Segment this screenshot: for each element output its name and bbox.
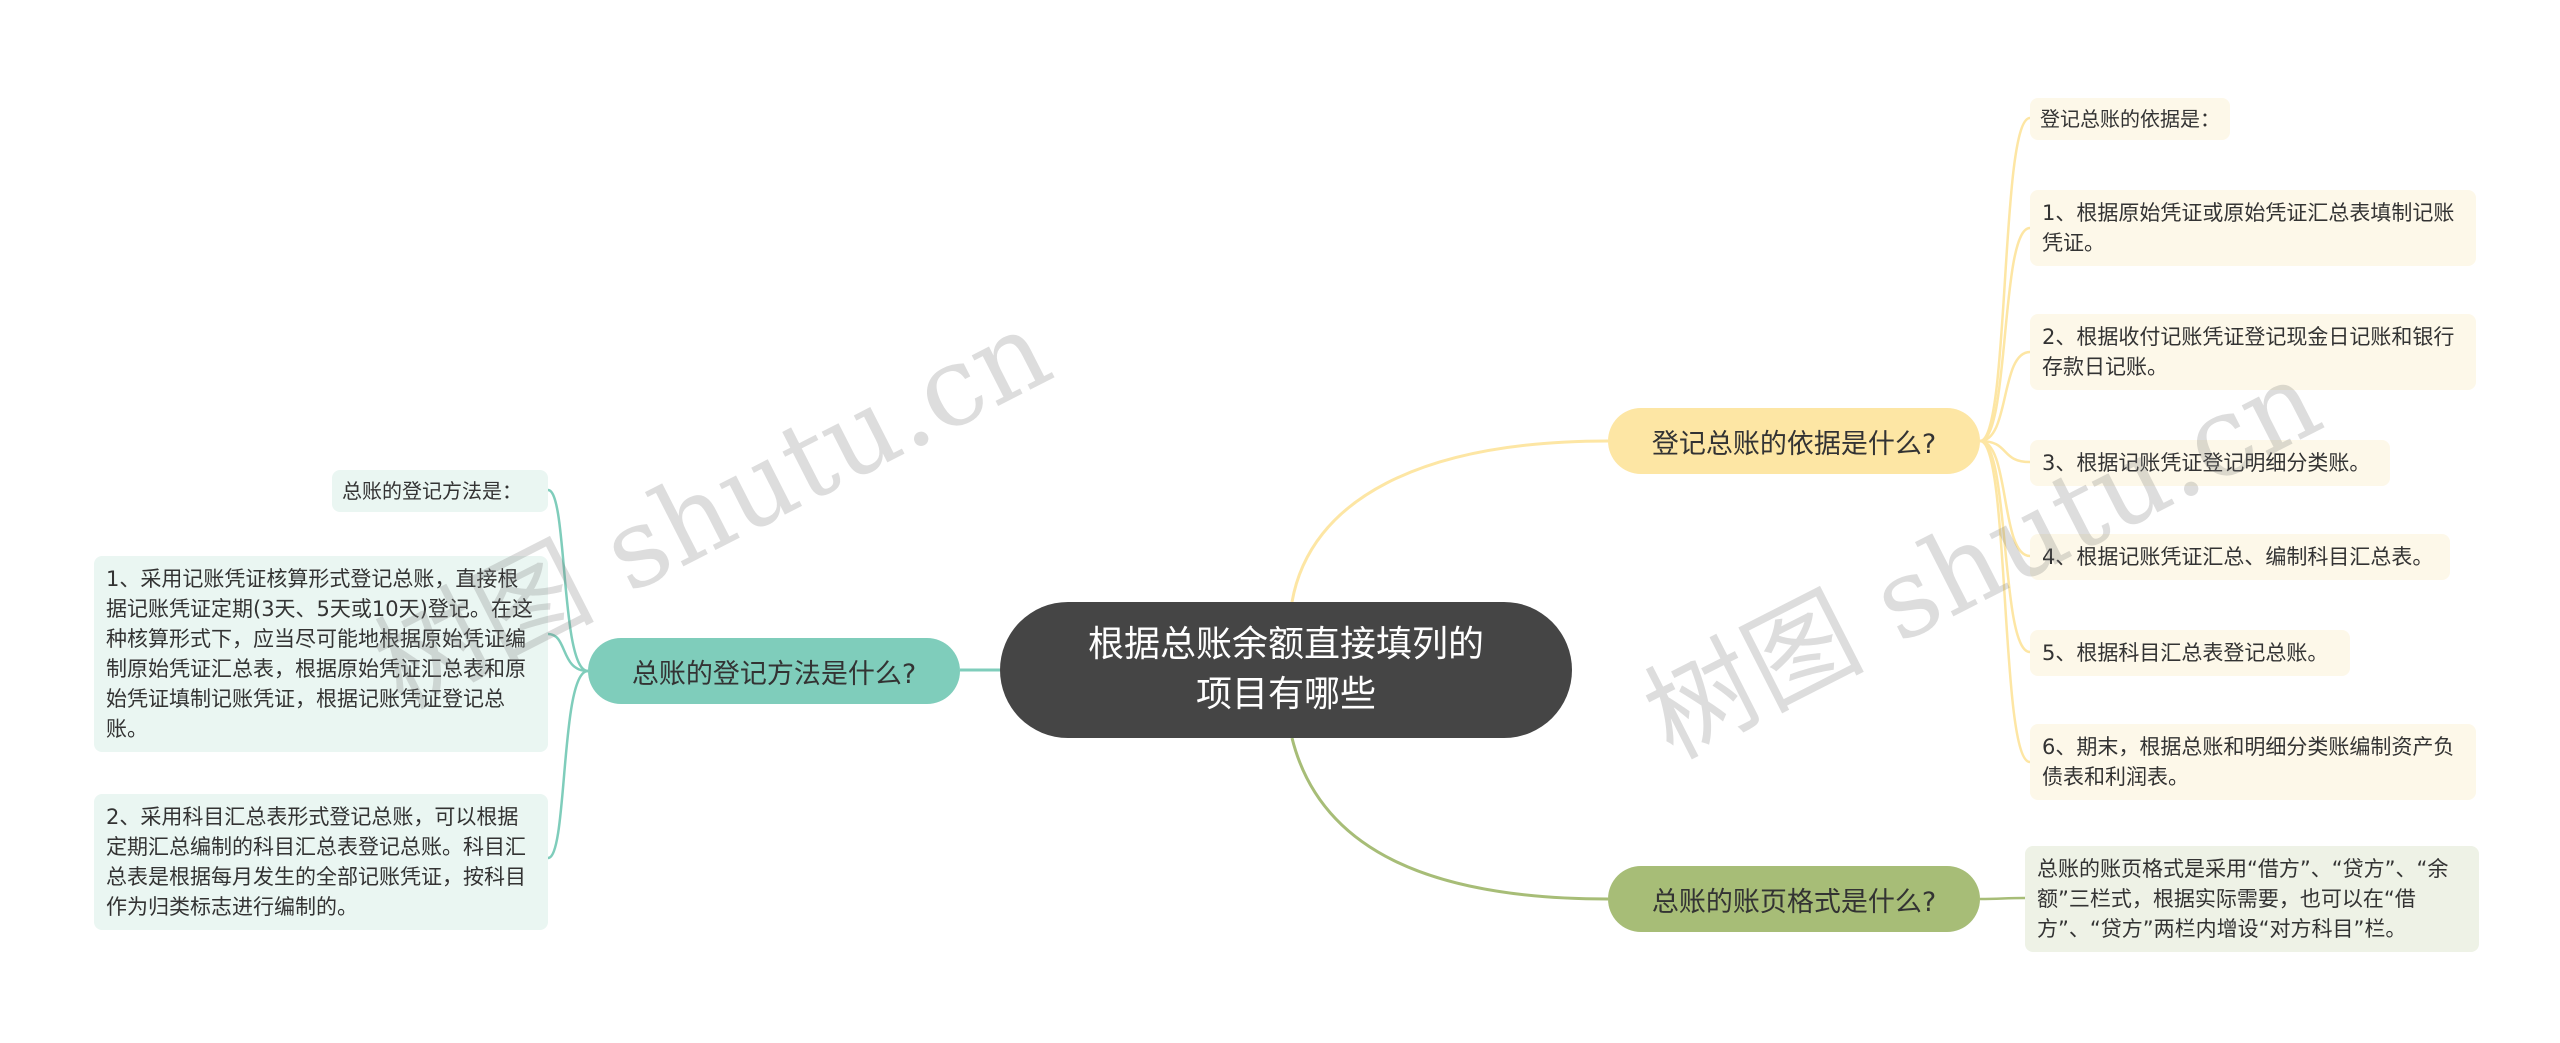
link-left-leaf2 — [547, 632, 589, 673]
leaf-text: 6、期末，根据总账和明细分类账编制资产负债表和利润表。 — [2042, 735, 2455, 789]
link-r1-leaf7 — [1979, 439, 2031, 764]
link-left-leaf3 — [547, 669, 589, 860]
link-r1-leaf4 — [1979, 439, 2031, 464]
branch-page-format[interactable]: 总账的账页格式是什么? — [1608, 866, 1980, 932]
leaf-text: 1、根据原始凭证或原始凭证汇总表填制记账凭证。 — [2042, 201, 2455, 255]
link-root-right1 — [1290, 439, 1609, 603]
branch-label: 登记总账的依据是什么? — [1651, 428, 1937, 460]
leaf-register-method-intro[interactable]: 总账的登记方法是： — [332, 470, 548, 512]
root-title: 根据总账余额直接填列的 项目有哪些 — [1087, 624, 1484, 715]
leaf-basis-3[interactable]: 3、根据记账凭证登记明细分类账。 — [2030, 440, 2390, 486]
link-r1-leaf6 — [1979, 439, 2031, 654]
branch-register-basis[interactable]: 登记总账的依据是什么? — [1608, 408, 1980, 474]
branch-register-method[interactable]: 总账的登记方法是什么? — [588, 638, 960, 704]
branch-label: 总账的账页格式是什么? — [1651, 886, 1937, 918]
leaf-text: 总账的账页格式是采用“借方”、“贷方”、“余额”三栏式，根据实际需要，也可以在“… — [2037, 857, 2449, 941]
leaf-basis-5[interactable]: 5、根据科目汇总表登记总账。 — [2030, 630, 2350, 676]
leaf-register-method-2[interactable]: 2、采用科目汇总表形式登记总账，可以根据定期汇总编制的科目汇总表登记总账。科目汇… — [94, 794, 548, 930]
leaf-basis-6[interactable]: 6、期末，根据总账和明细分类账编制资产负债表和利润表。 — [2030, 724, 2476, 800]
leaf-text: 登记总账的依据是： — [2040, 107, 2220, 131]
leaf-text: 1、采用记账凭证核算形式登记总账，直接根据记账凭证定期(3天、5天或10天)登记… — [106, 567, 533, 741]
leaf-basis-1[interactable]: 1、根据原始凭证或原始凭证汇总表填制记账凭证。 — [2030, 190, 2476, 266]
link-r1-leaf1 — [1979, 116, 2031, 443]
link-left-leaf1 — [547, 488, 589, 673]
link-root-right2 — [1290, 737, 1609, 901]
link-r1-leaf5 — [1979, 439, 2031, 558]
leaf-text: 5、根据科目汇总表登记总账。 — [2042, 641, 2329, 665]
link-r2-leaf1 — [1979, 896, 2026, 901]
leaf-text: 2、采用科目汇总表形式登记总账，可以根据定期汇总编制的科目汇总表登记总账。科目汇… — [106, 805, 526, 919]
leaf-text: 总账的登记方法是： — [342, 479, 522, 503]
branch-label: 总账的登记方法是什么? — [631, 658, 917, 690]
leaf-text: 2、根据收付记账凭证登记现金日记账和银行存款日记账。 — [2042, 325, 2455, 379]
root-topic[interactable]: 根据总账余额直接填列的 项目有哪些 — [1000, 602, 1572, 738]
leaf-basis-2[interactable]: 2、根据收付记账凭证登记现金日记账和银行存款日记账。 — [2030, 314, 2476, 390]
leaf-basis-4[interactable]: 4、根据记账凭证汇总、编制科目汇总表。 — [2030, 534, 2450, 580]
link-r1-leaf3 — [1979, 350, 2031, 443]
leaf-page-format-1[interactable]: 总账的账页格式是采用“借方”、“贷方”、“余额”三栏式，根据实际需要，也可以在“… — [2025, 846, 2479, 952]
link-r1-leaf2 — [1979, 226, 2031, 443]
leaf-text: 4、根据记账凭证汇总、编制科目汇总表。 — [2042, 545, 2434, 569]
leaf-text: 3、根据记账凭证登记明细分类账。 — [2042, 451, 2371, 475]
leaf-register-method-1[interactable]: 1、采用记账凭证核算形式登记总账，直接根据记账凭证定期(3天、5天或10天)登记… — [94, 556, 548, 752]
leaf-basis-intro[interactable]: 登记总账的依据是： — [2030, 98, 2230, 140]
